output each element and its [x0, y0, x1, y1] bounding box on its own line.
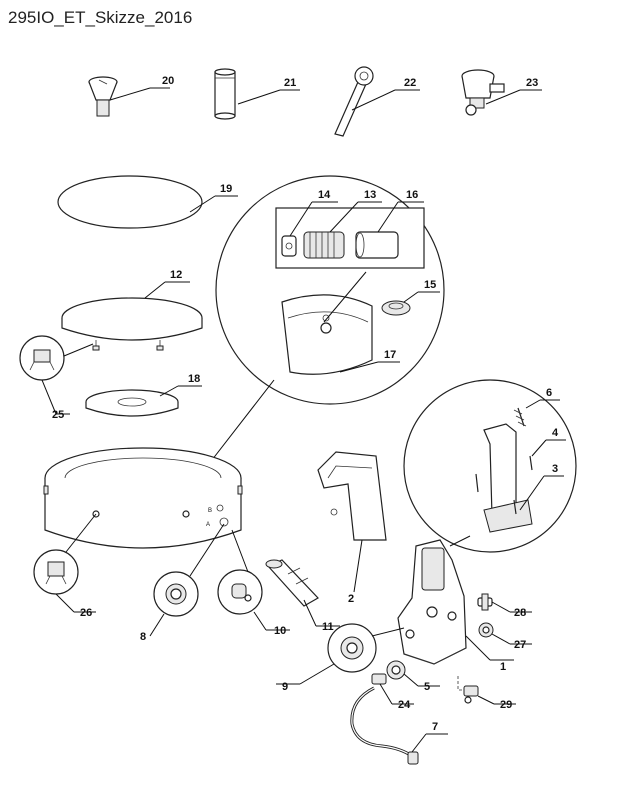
part-16-filter-housing — [281, 294, 373, 375]
label-25: 25 — [52, 409, 64, 421]
part-28-fitting — [477, 593, 493, 611]
label-26: 26 — [80, 607, 92, 619]
part-17-cover — [61, 297, 203, 351]
label-21: 21 — [284, 77, 296, 89]
label-16: 17 — [384, 349, 396, 361]
part-27-nut — [478, 622, 494, 638]
filter-parts-box — [275, 207, 425, 269]
valve-mark-b: B — [208, 508, 212, 514]
valve-mark-a: A — [206, 522, 210, 528]
part-26-buckle — [45, 561, 67, 585]
part-12-filter-cover — [355, 231, 399, 259]
part-8-seal-ring — [165, 583, 187, 605]
part-15-plug — [381, 300, 411, 316]
label-4: 4 — [552, 427, 559, 439]
tub-body — [43, 447, 243, 549]
label-22: 22 — [404, 77, 416, 89]
label-23: 23 — [526, 77, 538, 89]
part-24-hose-fitting — [371, 673, 387, 685]
label-7: 7 — [432, 721, 438, 733]
label-20: 20 — [162, 75, 174, 87]
part-2-pump-cover — [317, 451, 387, 541]
part-9-seal-ring — [340, 636, 364, 660]
label-12: 16 — [406, 189, 418, 201]
label-5: 5 — [424, 681, 430, 693]
part-6-spring-screw — [513, 407, 527, 427]
part-7-hose — [350, 686, 419, 765]
label-15: 15 — [424, 279, 436, 291]
diagram-title: 295IO_ET_Skizze_2016 — [8, 8, 193, 27]
label-19: 19 — [220, 183, 232, 195]
label-24: 24 — [398, 699, 411, 711]
label-10: 10 — [274, 625, 286, 637]
label-3: 3 — [552, 463, 558, 475]
label-2: 2 — [348, 593, 354, 605]
part-13-filter-cartridge — [303, 231, 345, 259]
part-21-cylinder — [214, 68, 236, 120]
label-13: 13 — [364, 189, 376, 201]
part-1-pump-unit — [397, 539, 467, 665]
part-10-strainer — [231, 583, 252, 602]
part-25-buckle — [29, 349, 55, 371]
label-18: 18 — [188, 373, 200, 385]
label-27: 27 — [514, 639, 526, 651]
label-9: 9 — [282, 681, 288, 693]
part-5-hose-nut — [386, 660, 406, 680]
part-18-floor — [85, 389, 179, 417]
part-19-ground-cloth — [57, 175, 203, 229]
part-22-wrench — [334, 66, 374, 137]
part-4-screws — [475, 455, 533, 515]
pump-handle-detail-circle — [403, 379, 577, 553]
label-14: 14 — [318, 189, 331, 201]
label-17: 12 — [170, 269, 182, 281]
part-11-hose-connector — [265, 559, 319, 607]
part-29-valve — [457, 676, 479, 704]
label-11: 11 — [322, 621, 334, 633]
part-23-adapter-valve — [461, 69, 505, 116]
label-8: 8 — [140, 631, 146, 643]
part-14-filter-cap — [281, 235, 297, 257]
label-6: 6 — [546, 387, 552, 399]
label-29: 29 — [500, 699, 512, 711]
part-20-drain-valve — [88, 76, 118, 117]
label-28: 28 — [514, 607, 526, 619]
label-1: 1 — [500, 661, 506, 673]
